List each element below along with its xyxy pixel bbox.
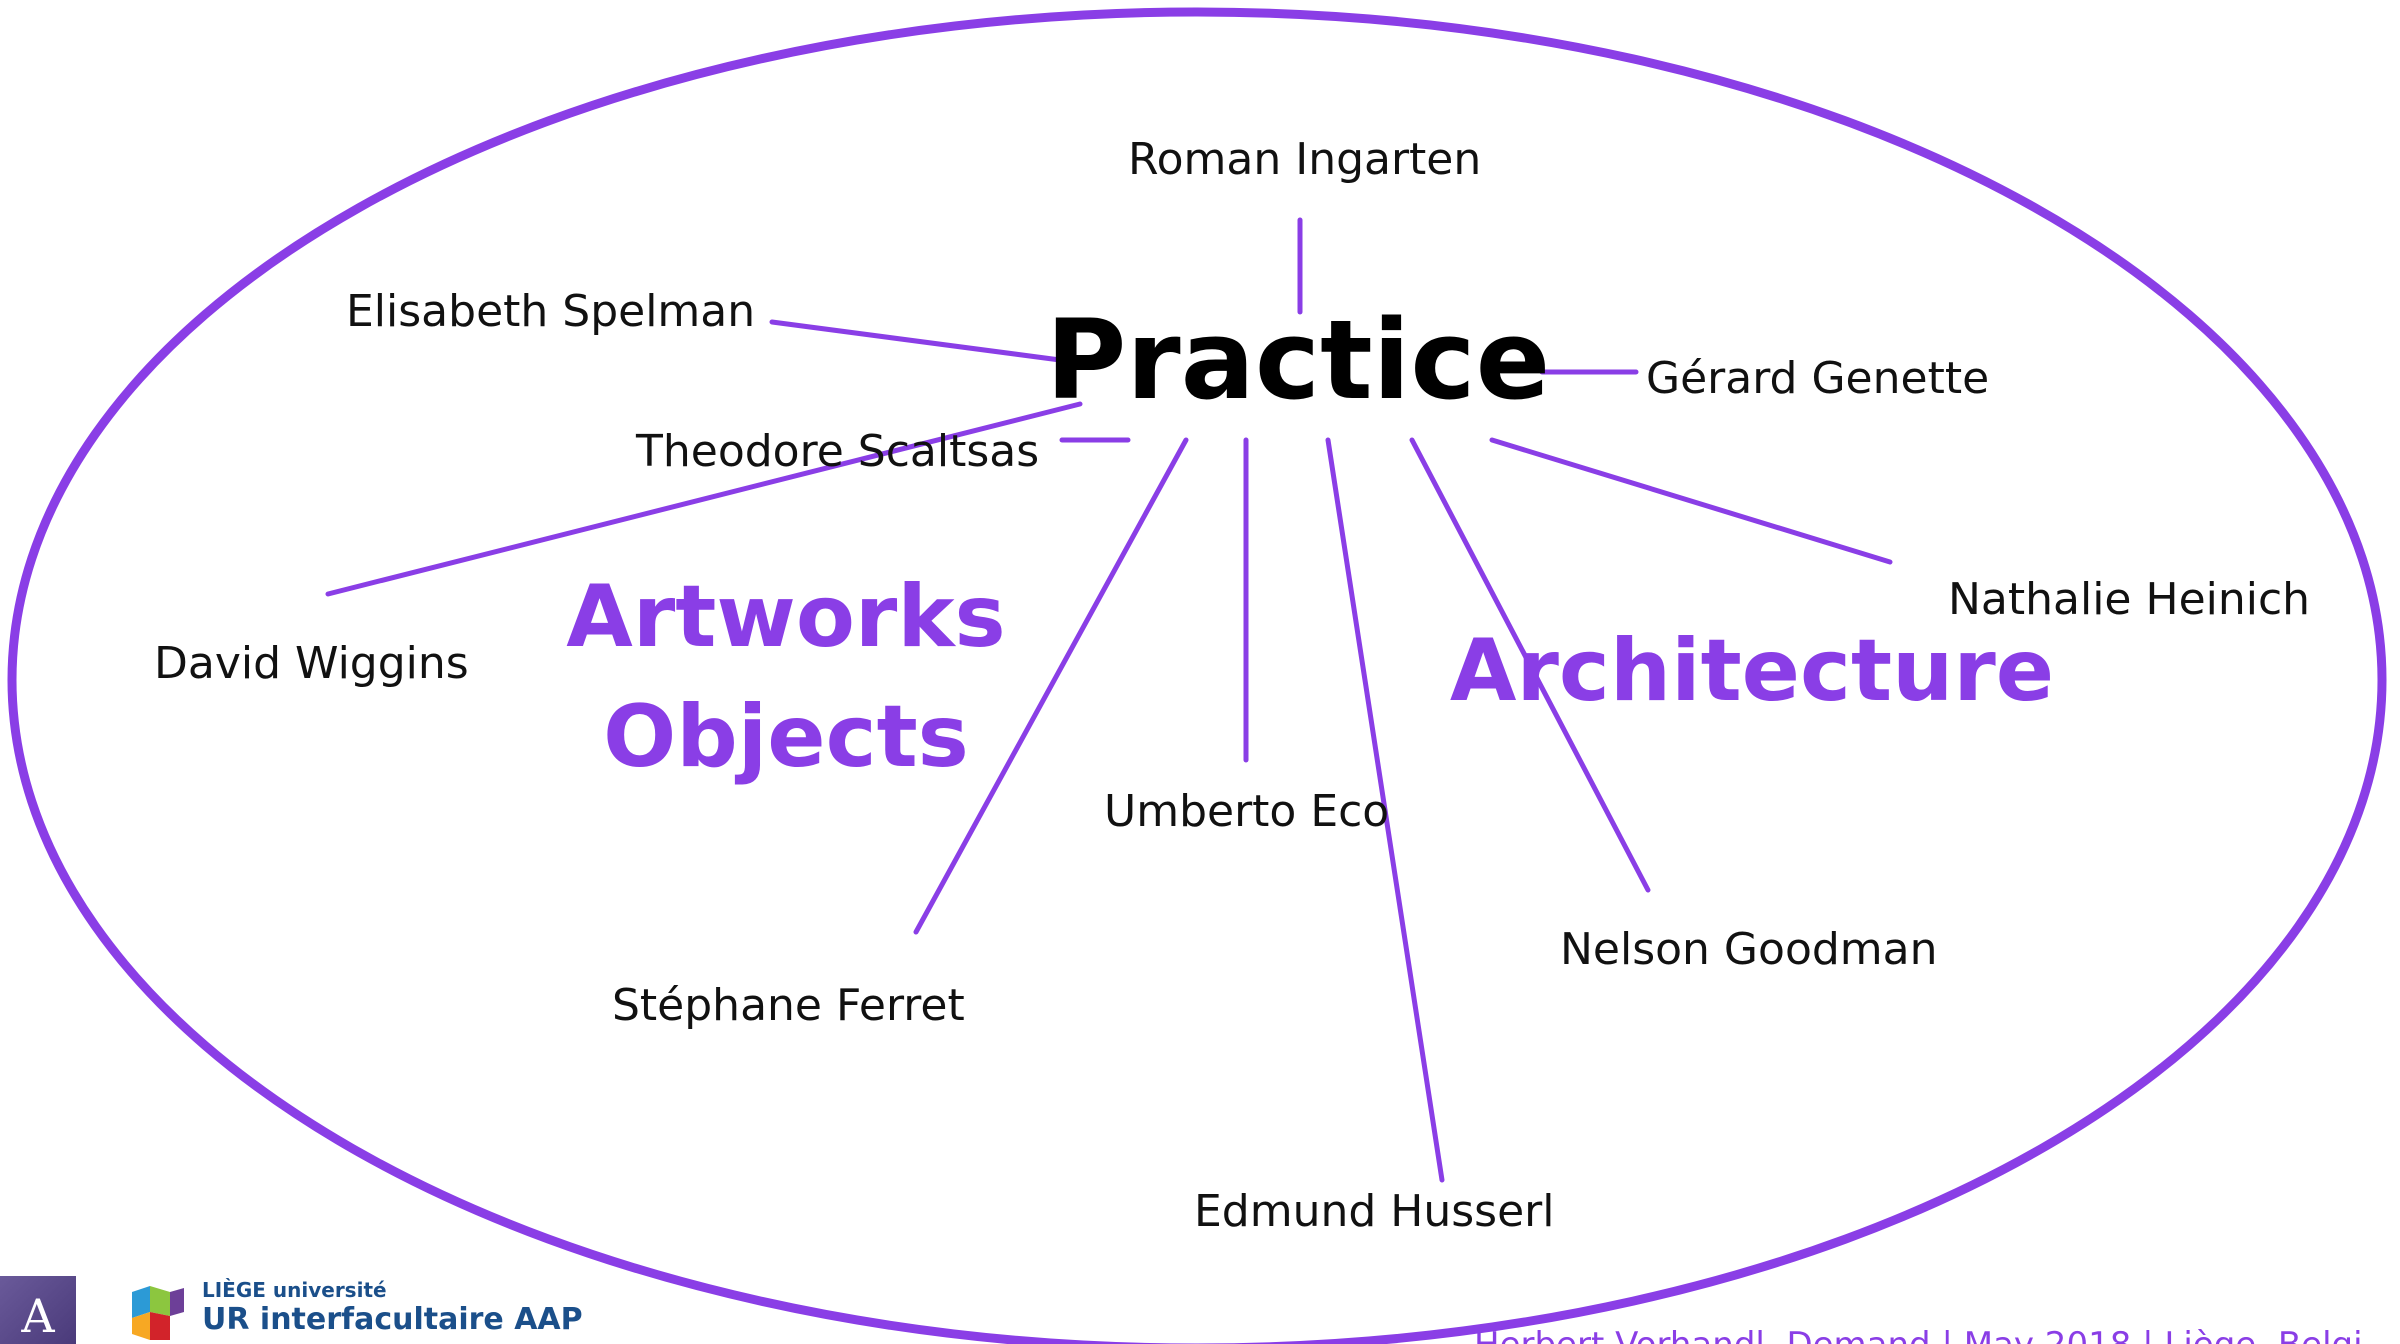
name-david-wiggins: David Wiggins [154, 638, 469, 689]
liege-university-logo: LIÈGE université UR interfacultaire AAP [126, 1276, 566, 1344]
name-gerard-genette: Gérard Genette [1646, 353, 1989, 404]
topic-artworks: Artworks [566, 567, 1005, 667]
aap-logo-letter: A [21, 1289, 54, 1343]
liege-cube-icon [126, 1282, 186, 1344]
name-edmund-husserl: Edmund Husserl [1194, 1186, 1555, 1237]
center-concept: Practice [1046, 296, 1550, 424]
connector-stephane-ferret [916, 440, 1186, 932]
connector-elisabeth-spelman [772, 322, 1060, 360]
name-nathalie-heinich: Nathalie Heinich [1948, 574, 2310, 625]
name-stephane-ferret: Stéphane Ferret [612, 980, 965, 1031]
topic-objects: Objects [603, 687, 969, 787]
connector-nathalie-heinich [1492, 440, 1890, 562]
name-umberto-eco: Umberto Eco [1104, 786, 1389, 837]
name-nelson-goodman: Nelson Goodman [1560, 924, 1938, 975]
university-name-small: LIÈGE université [202, 1278, 387, 1302]
university-name-big: UR interfacultaire AAP [202, 1302, 583, 1337]
footer-credit: Herbert Vorhandl, Demand | May 2018 | Li… [1474, 1325, 2363, 1344]
aap-logo: A [0, 1276, 76, 1344]
name-elisabeth-spelman: Elisabeth Spelman [346, 286, 755, 337]
topic-architecture: Architecture [1450, 621, 2054, 721]
name-theodore-scaltsas: Theodore Scaltsas [635, 426, 1039, 477]
name-roman-ingarten: Roman Ingarten [1128, 134, 1481, 185]
